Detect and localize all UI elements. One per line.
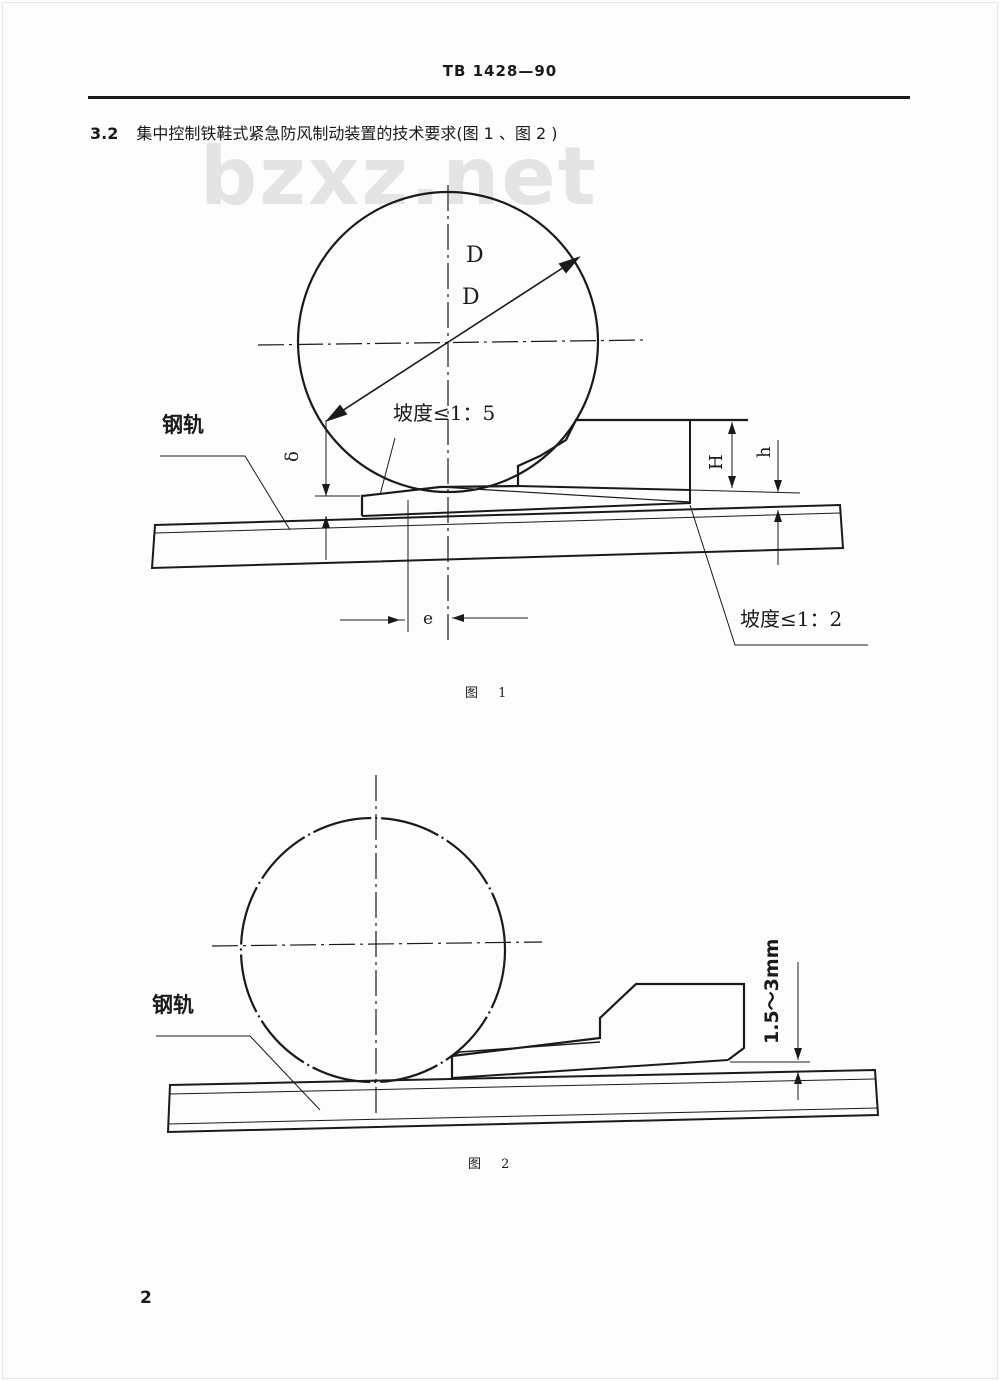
shoe-outline	[360, 418, 748, 516]
label-h-lower: h	[754, 446, 775, 458]
diameter-line	[327, 257, 579, 421]
page-number: 2	[140, 1288, 152, 1308]
shoe-outline-fig2	[450, 982, 746, 1078]
label-h-upper: H	[706, 454, 727, 470]
rail-leader-fig1	[160, 455, 291, 531]
rail-body	[150, 503, 845, 570]
slope-line	[439, 486, 691, 503]
section-number: 3.2	[90, 124, 119, 143]
label-slope-bottom: 坡度≤1：2	[740, 607, 842, 631]
label-rail-fig1: 钢轨	[162, 413, 204, 437]
section-title: 集中控制铁鞋式紧急防风制动装置的技术要求(图 1 、图 2 )	[136, 124, 558, 143]
label-d-lower: D	[462, 285, 480, 310]
figure-1-caption: 图 1	[465, 686, 515, 701]
header-rule	[88, 96, 910, 99]
watermark: bzxz.net	[200, 130, 598, 223]
figure-2-caption: 图 2	[468, 1157, 518, 1172]
shoe-base	[361, 490, 691, 517]
section-heading: 3.2 集中控制铁鞋式紧急防风制动装置的技术要求(图 1 、图 2 )	[90, 120, 558, 144]
diameter-arrow-upper	[558, 256, 581, 274]
label-gap: 1.5～3mm	[761, 939, 783, 1044]
label-slope-top: 坡度≤1：5	[393, 401, 495, 425]
diameter-arrow-lower	[325, 404, 348, 422]
figure-1-diagram: D D 钢轨 坡度≤1：5 坡度≤1：2 δ H h e	[150, 185, 868, 646]
label-e: e	[423, 609, 433, 629]
document-header: TB 1428—90	[442, 62, 558, 80]
label-delta: δ	[282, 451, 303, 462]
rail-body-fig2	[166, 1068, 880, 1134]
rail-inner-line	[154, 512, 841, 534]
horizontal-centerline-fig2	[211, 941, 543, 947]
wheel-circle-fig2	[239, 816, 507, 1084]
label-rail-fig2: 钢轨	[152, 993, 194, 1017]
label-d-upper: D	[466, 243, 484, 268]
horizontal-centerline	[257, 339, 646, 346]
rail-leader-fig2	[156, 1035, 321, 1111]
